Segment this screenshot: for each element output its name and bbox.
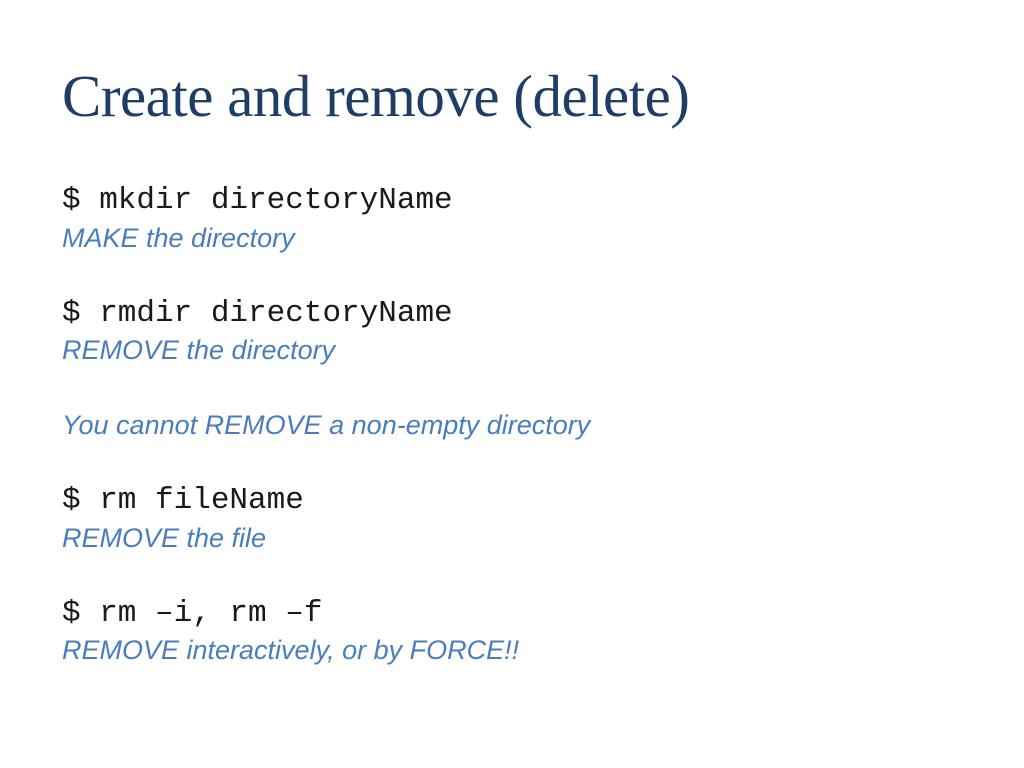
slide-title: Create and remove (delete) xyxy=(62,63,690,129)
command-line: $ rm –i, rm –f xyxy=(62,595,323,631)
blank-line xyxy=(62,445,1004,483)
command-line: $ rm fileName xyxy=(62,483,304,518)
blank-line xyxy=(62,370,1004,408)
description-line: MAKE the directory xyxy=(62,222,295,253)
description-line: REMOVE the directory xyxy=(62,335,336,365)
command-line: $ mkdir directoryName xyxy=(62,183,453,218)
description-line: REMOVE the file xyxy=(62,522,267,553)
blank-line xyxy=(62,557,1004,595)
description-line: REMOVE interactively, or by FORCE!! xyxy=(62,635,520,665)
command-line: $ rmdir directoryName xyxy=(62,295,453,331)
blank-line xyxy=(62,257,1004,295)
description-line: You cannot REMOVE a non-empty directory xyxy=(62,410,591,440)
